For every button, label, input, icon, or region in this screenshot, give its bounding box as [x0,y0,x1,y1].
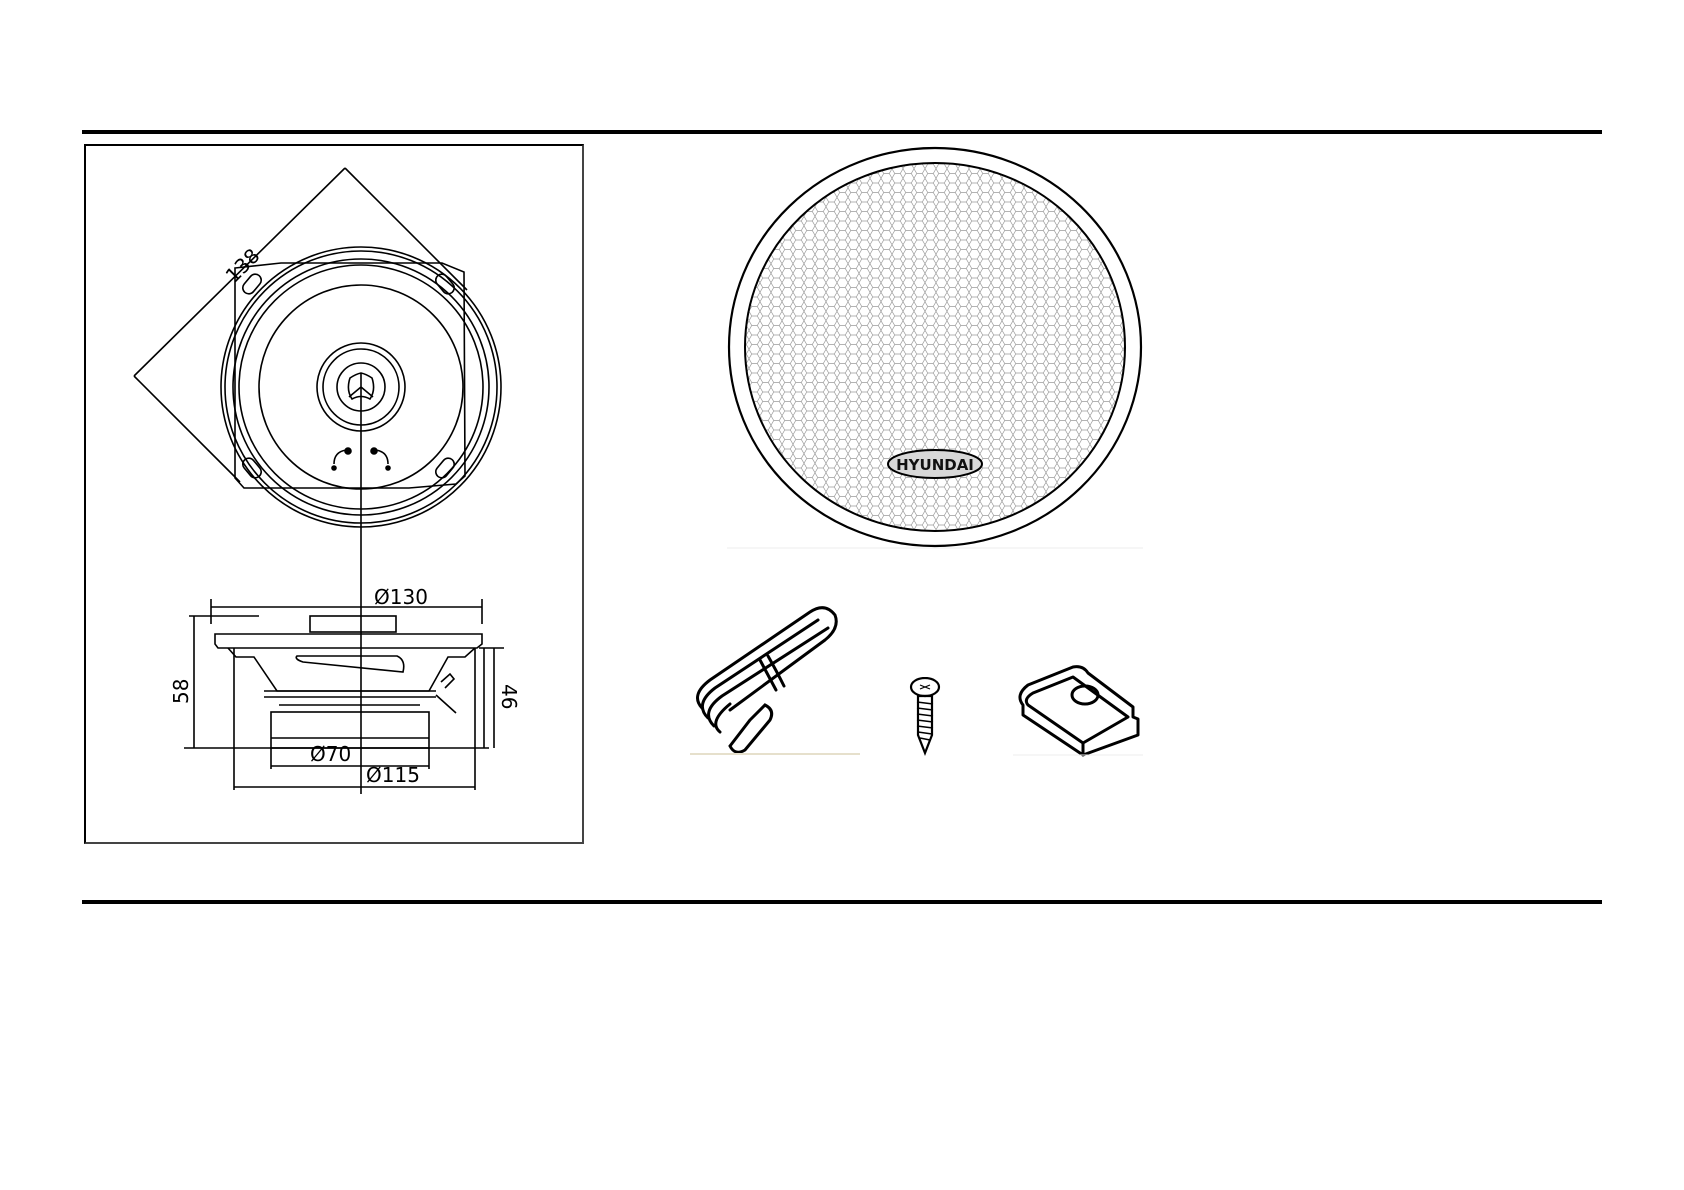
bottom-rule [82,900,1602,904]
screw-icon [909,676,941,757]
speaker-drawing-icon: 138 Ø130 58 46 Ø70 Ø115 [133,167,521,794]
brand-label: HYUNDAI [896,456,974,474]
top-rule [82,130,1602,134]
dim-138-label: 138 [221,244,265,288]
accessory-speed-nut-clip [1013,665,1143,757]
dim-46-label: 46 [497,684,521,709]
dim-58-label: 58 [169,679,193,704]
cable-icon [690,606,860,755]
hyundai-badge: HYUNDAI [887,449,983,479]
accessory-speaker-cable [690,600,860,756]
dim-115-label: Ø115 [366,763,420,787]
dim-130-label: Ø130 [374,585,428,609]
accessory-mounting-screw [908,676,942,757]
dim-70-label: Ø70 [310,742,351,766]
speaker-grille: HYUNDAI [727,145,1143,549]
grille-icon: HYUNDAI [727,146,1143,549]
clip-icon [1013,665,1143,757]
dimension-drawing-panel: 138 Ø130 58 46 Ø70 Ø115 [84,144,584,844]
